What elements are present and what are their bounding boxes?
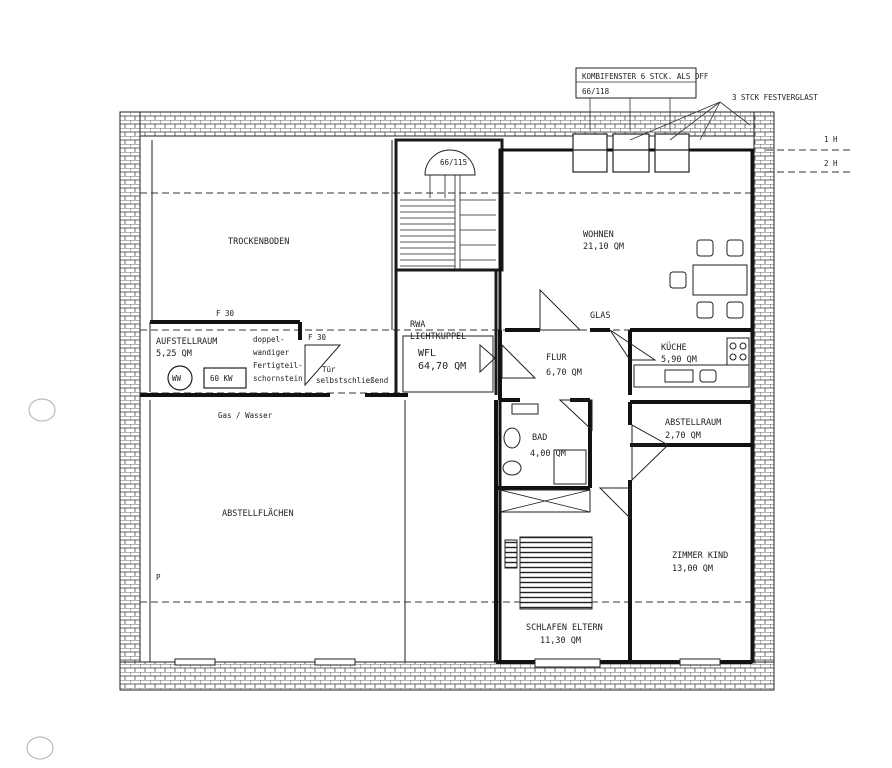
room-schlafen-eltern-area: 11,30 QM [540,636,581,646]
ww-label: WW [172,374,182,383]
room-abstellraum: ABSTELLRAUM [665,418,721,428]
room-flur-area: 6,70 QM [546,368,582,378]
room-bad: BAD [532,433,547,443]
festverglast-label: 3 STCK FESTVERGLAST [732,93,818,102]
room-aufstellraum: AUFSTELLRAUM [156,337,217,347]
kind-door [631,444,670,482]
p-mark: P [156,573,161,582]
room-wohnen-area: 21,10 QM [583,242,624,252]
room-abstellraum-area: 2,70 QM [665,431,701,441]
wfl-label: WFL [418,348,436,359]
kombifenster-label: KOMBIFENSTER 6 STCK. ALS DFF [582,72,709,81]
door-note-2: selbstschließend [316,376,388,385]
kombifenster-size: 66/118 [582,87,610,96]
room-abstellflaechen: ABSTELLFLÄCHEN [222,508,294,519]
rwa-label: RWA [410,320,425,330]
kw-label: 60 KW [210,374,233,383]
bed-parents [519,536,593,610]
level-2h-label: 2 H [824,159,838,168]
water-heater-ww [167,365,193,391]
wohnen-door [539,288,582,331]
room-kueche: KÜCHE [661,342,687,353]
f30-top-label: F 30 [216,309,235,318]
chimney-note-1: doppel- [253,335,285,344]
roof-edge-right [753,111,775,691]
dining-table [669,239,748,319]
f30-right-label: F 30 [308,333,327,342]
stair-window-label: 66/115 [440,158,467,167]
abstellraum-door [631,424,670,446]
room-kueche-area: 5,90 QM [661,355,697,365]
bathroom-fixtures [502,403,587,485]
aufstellraum-door [304,344,342,387]
door-note-1: Tür [322,365,336,374]
bad-door [558,399,593,432]
roof-edge-bottom [119,661,775,691]
rwa-dome-frame [402,335,494,393]
storage-rack [499,489,591,513]
roof-windows [572,133,690,173]
kitchen-counter [633,337,750,388]
chimney-note-4: schornstein [253,374,303,383]
glas-label: GLAS [590,311,610,321]
room-trockenboden: TROCKENBODEN [228,237,289,247]
bed-side [504,539,518,569]
stair-core [394,138,504,272]
wfl-value: 64,70 QM [418,361,466,372]
stair-treads [400,175,496,270]
binder-hole-bottom [26,736,54,760]
room-zimmer-kind: ZIMMER KIND [672,551,728,561]
chimney-note-3: Fertigteil- [253,361,303,370]
level-1h-label: 1 H [824,135,838,144]
lichtkuppel-label: LICHTKUPPEL [410,332,466,342]
roof-edge-left [119,111,141,691]
room-wohnen: WOHNEN [583,230,614,240]
room-zimmer-kind-area: 13,00 QM [672,564,713,574]
kombifenster-callout [575,67,697,99]
binder-hole-top [28,398,56,422]
kueche-door [609,329,657,361]
building-outline [139,135,755,663]
flur-entry-door [501,343,537,379]
boiler-60kw [203,367,247,389]
room-flur: FLUR [546,353,567,363]
eltern-door [598,487,631,520]
room-schlafen-eltern: SCHLAFEN ELTERN [526,623,603,633]
rwa-door-swing [479,343,496,374]
bottom-windows [174,658,721,668]
gas-wasser-label: Gas / Wasser [218,411,273,420]
chimney-note-2: wandiger [253,348,290,357]
room-aufstellraum-area: 5,25 QM [156,349,192,359]
stair-roof-window [424,149,476,176]
room-bad-area: 4,00 QM [530,449,566,459]
roof-edge-top [139,111,755,137]
